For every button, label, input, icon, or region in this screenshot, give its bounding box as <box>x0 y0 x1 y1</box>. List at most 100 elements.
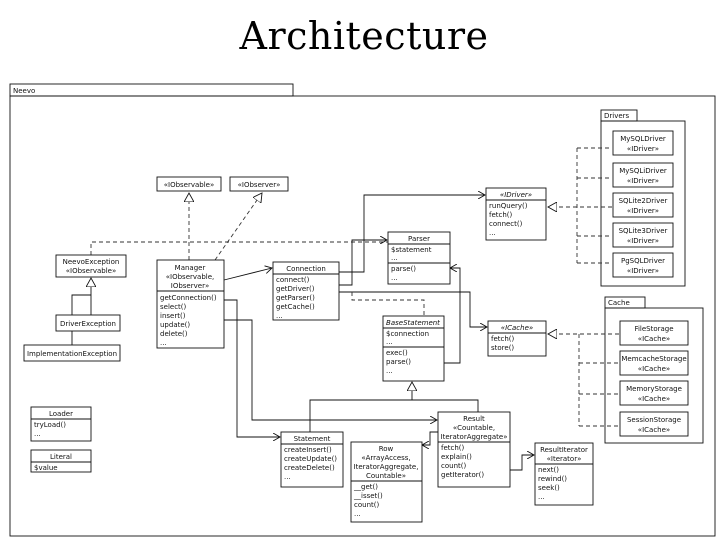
slide-title: Architecture <box>239 14 489 58</box>
svg-text:«Iterator»: «Iterator» <box>547 455 582 463</box>
svg-text:...: ... <box>538 493 545 501</box>
svg-text:fetch(): fetch() <box>489 211 513 219</box>
svg-text:...: ... <box>391 254 398 262</box>
class-manager: Manager «IObservable, IObserver» getConn… <box>156 259 225 349</box>
svg-text:SessionStorage: SessionStorage <box>627 416 681 424</box>
svg-text:...: ... <box>386 367 393 375</box>
svg-text:ImplementationException: ImplementationException <box>27 350 117 358</box>
svg-text:FileStorage: FileStorage <box>634 325 673 333</box>
result-to-resultiterator <box>510 455 534 471</box>
svg-text:«IObserver»: «IObserver» <box>238 181 281 189</box>
svg-text:Parser: Parser <box>408 235 430 243</box>
svg-text:createUpdate(): createUpdate() <box>284 455 337 463</box>
class-sqlite2driver: SQLite2Driver «IDriver» <box>612 192 674 218</box>
class-pgsqldriver: PgSQLDriver «IDriver» <box>612 252 674 278</box>
svg-text:IteratorAggregate,: IteratorAggregate, <box>354 463 419 471</box>
svg-text:IteratorAggregate»: IteratorAggregate» <box>441 433 508 441</box>
svg-text:Statement: Statement <box>294 435 331 443</box>
class-filestorage: FileStorage «ICache» <box>619 320 689 346</box>
svg-text:parse(): parse() <box>386 358 411 366</box>
statement-extends-basestatement <box>309 382 412 432</box>
svg-text:«IObservable»: «IObservable» <box>164 181 215 189</box>
svg-text:count(): count() <box>441 462 466 470</box>
svg-text:getConnection(): getConnection() <box>160 294 217 302</box>
class-mysqlidriver: MySQLiDriver «IDriver» <box>612 162 674 188</box>
svg-text:...: ... <box>489 229 496 237</box>
svg-text:«IDriver»: «IDriver» <box>627 237 659 245</box>
svg-text:...: ... <box>160 339 167 347</box>
svg-text:SQLite2Driver: SQLite2Driver <box>619 197 668 205</box>
class-resultiterator: ResultIterator «Iterator» next() rewind(… <box>534 442 594 506</box>
svg-text:MySQLiDriver: MySQLiDriver <box>619 167 667 175</box>
package-cache-label: Cache <box>608 299 630 307</box>
neevoexception-dashed-link <box>90 241 426 255</box>
manager-to-result <box>224 319 437 420</box>
svg-text:runQuery(): runQuery() <box>489 202 528 210</box>
svg-text:getIterator(): getIterator() <box>441 471 484 479</box>
class-memorystorage: MemoryStorage «ICache» <box>619 380 689 406</box>
svg-text:...: ... <box>284 473 291 481</box>
class-sqlite3driver: SQLite3Driver «IDriver» <box>612 222 674 248</box>
svg-text:...: ... <box>354 510 361 518</box>
connection-to-idriver <box>339 195 485 273</box>
svg-text:SQLite3Driver: SQLite3Driver <box>619 227 668 235</box>
driver-realizations <box>548 147 612 264</box>
class-mysqldriver: MySQLDriver «IDriver» <box>612 130 674 156</box>
svg-text:fetch(): fetch() <box>441 444 465 452</box>
svg-text:PgSQLDriver: PgSQLDriver <box>621 257 665 265</box>
svg-text:NeevoException: NeevoException <box>63 258 120 266</box>
svg-text:«Countable,: «Countable, <box>453 424 495 432</box>
svg-text:Literal: Literal <box>50 453 72 461</box>
svg-text:Result: Result <box>463 415 485 423</box>
svg-text:count(): count() <box>354 501 379 509</box>
class-connection: Connection connect() getDriver() getPars… <box>272 261 340 321</box>
svg-text:getParser(): getParser() <box>276 294 315 302</box>
svg-text:Connection: Connection <box>286 265 326 273</box>
class-icache: «ICache» fetch() store() <box>487 320 547 357</box>
svg-text:«ArrayAccess,: «ArrayAccess, <box>361 454 410 462</box>
package-neevo-label: Neevo <box>13 87 35 95</box>
svg-text:update(): update() <box>160 321 190 329</box>
connection-to-parser <box>339 240 387 286</box>
svg-text:BaseStatement: BaseStatement <box>386 319 440 327</box>
svg-text:getCache(): getCache() <box>276 303 315 311</box>
manager-realizes-iobserver <box>214 193 262 261</box>
class-basestatement: BaseStatement $connection ... exec() par… <box>382 315 445 382</box>
svg-text:«ICache»: «ICache» <box>638 395 670 403</box>
svg-text:Manager: Manager <box>175 264 206 272</box>
class-result: Result «Countable, IteratorAggregate» fe… <box>437 411 511 488</box>
svg-text:exec(): exec() <box>386 349 408 357</box>
svg-text:«ICache»: «ICache» <box>638 426 670 434</box>
svg-text:«ICache»: «ICache» <box>638 335 670 343</box>
package-cache: Cache <box>604 296 704 444</box>
svg-text:«IDriver»: «IDriver» <box>627 177 659 185</box>
svg-text:$statement: $statement <box>391 246 432 254</box>
svg-text:__isset(): __isset() <box>353 492 383 500</box>
svg-text:«ICache»: «ICache» <box>638 365 670 373</box>
class-parser: Parser $statement ... parse() ... <box>387 231 451 285</box>
cache-realizations <box>548 334 619 427</box>
svg-text:createInsert(): createInsert() <box>284 446 332 454</box>
basestatement-to-parser <box>444 268 461 364</box>
package-drivers-label: Drivers <box>604 112 630 120</box>
svg-text:connect(): connect() <box>276 276 310 284</box>
svg-text:getDriver(): getDriver() <box>276 285 315 293</box>
svg-text:Loader: Loader <box>49 410 73 418</box>
svg-text:Row: Row <box>379 445 394 453</box>
class-memcachestorage: MemcacheStorage «ICache» <box>619 350 689 376</box>
svg-text:...: ... <box>34 430 41 438</box>
svg-text:rewind(): rewind() <box>538 475 567 483</box>
class-literal: Literal $value <box>30 449 92 473</box>
svg-text:DriverException: DriverException <box>60 320 116 328</box>
svg-text:«IDriver»: «IDriver» <box>627 207 659 215</box>
svg-text:insert(): insert() <box>160 312 186 320</box>
svg-text:IObserver»: IObserver» <box>171 282 209 290</box>
svg-text:«IObservable»: «IObservable» <box>66 267 117 275</box>
class-sessionstorage: SessionStorage «ICache» <box>619 411 689 437</box>
svg-text:delete(): delete() <box>160 330 188 338</box>
svg-text:MySQLDriver: MySQLDriver <box>620 135 666 143</box>
class-row: Row «ArrayAccess, IteratorAggregate, Cou… <box>350 441 423 523</box>
svg-text:store(): store() <box>491 344 514 352</box>
svg-text:fetch(): fetch() <box>491 335 515 343</box>
